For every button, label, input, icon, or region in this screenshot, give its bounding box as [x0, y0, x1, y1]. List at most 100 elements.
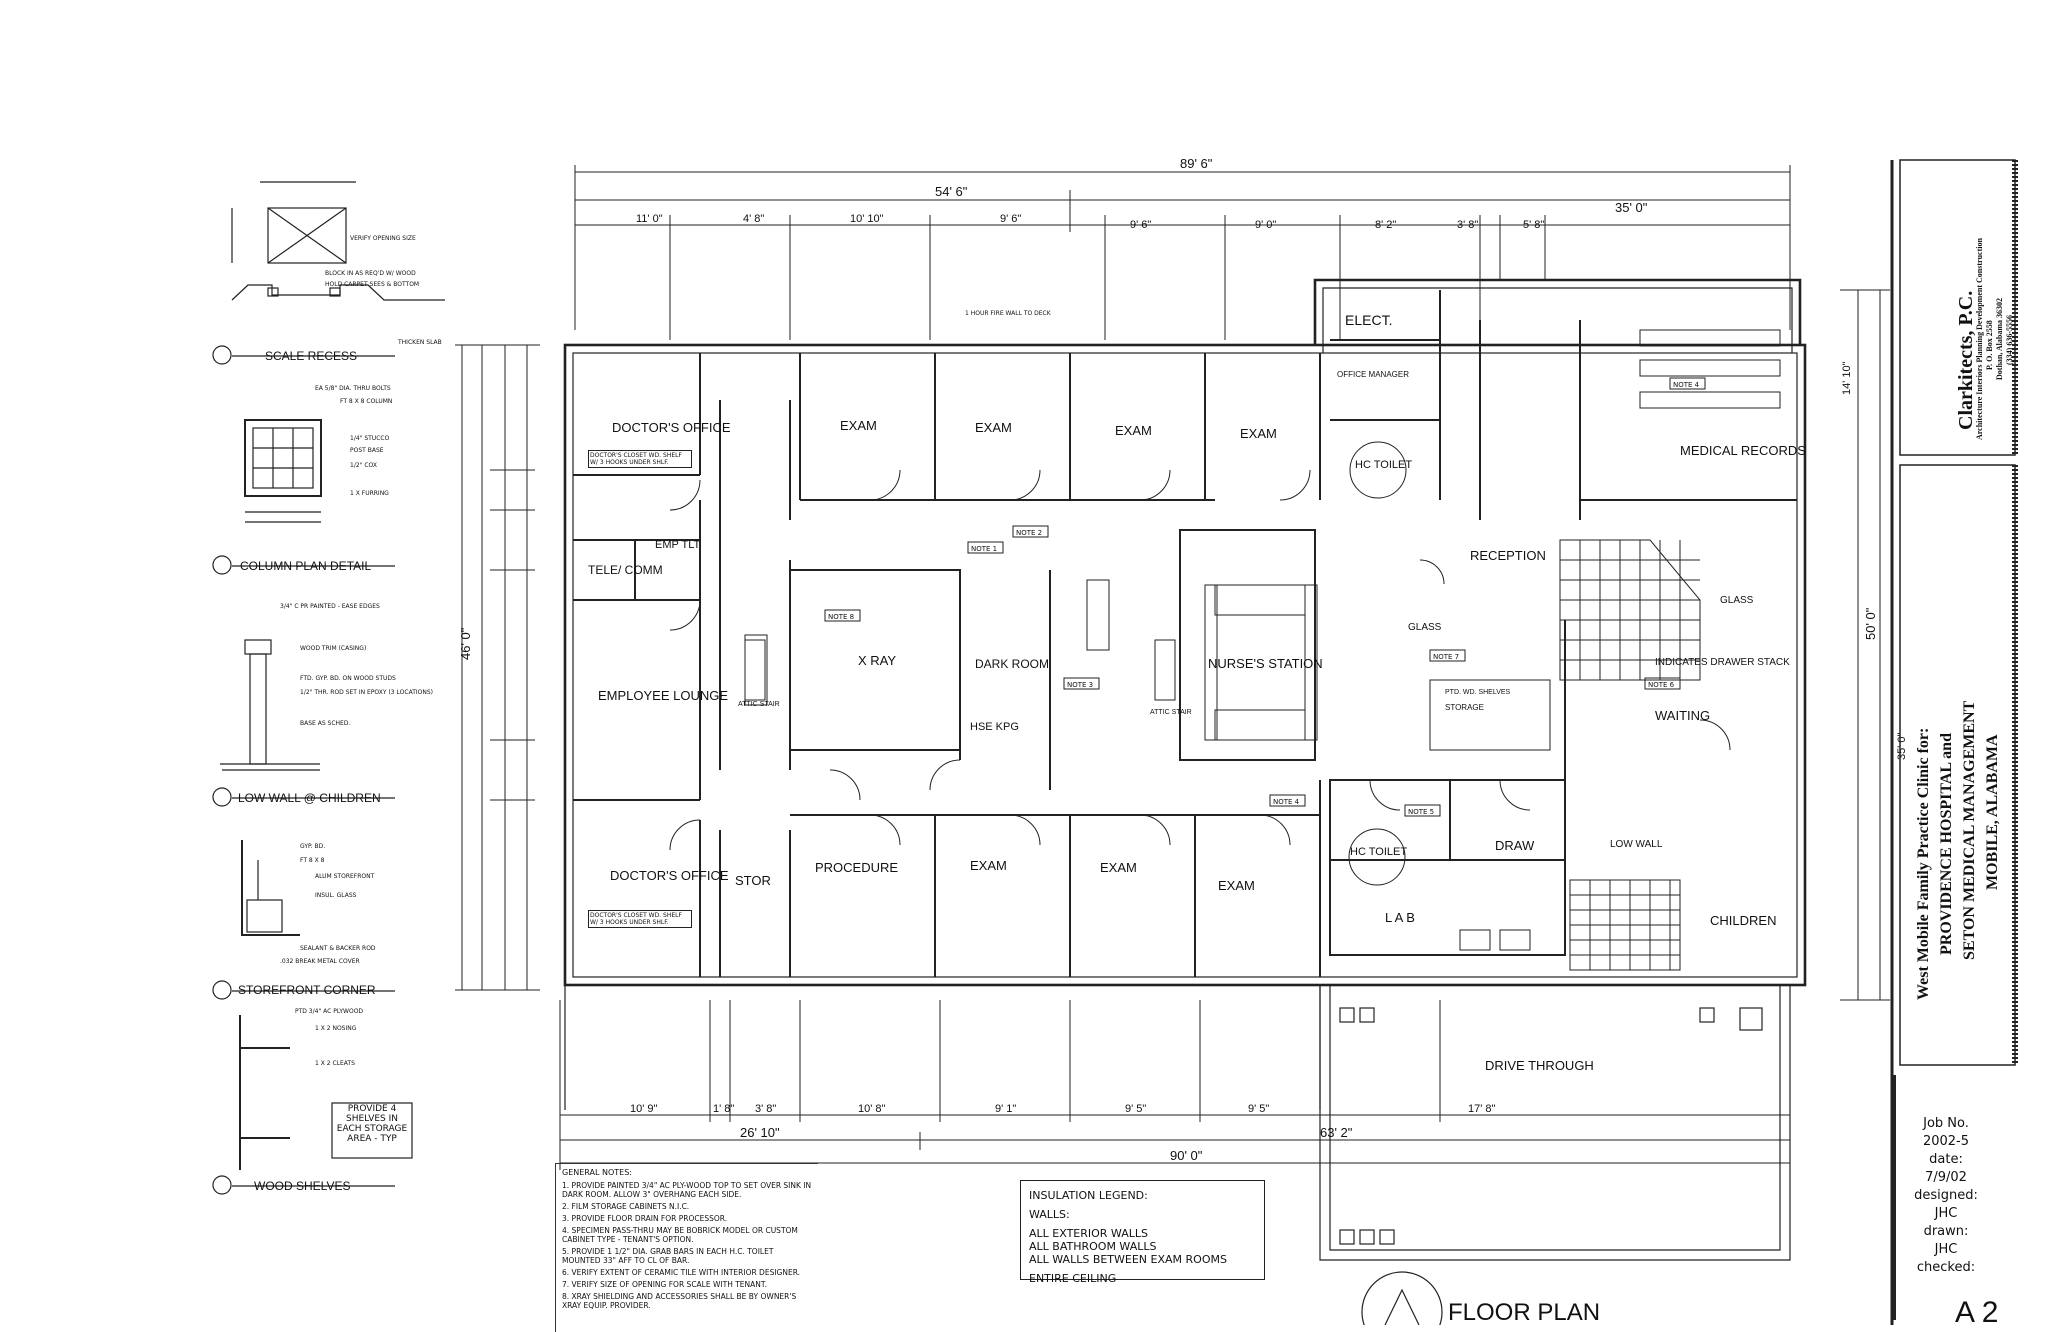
storefront-corner-detail: [241, 840, 300, 936]
dim-bottom-2: 1' 8": [713, 1103, 734, 1115]
scale-recess-label: SCALE RECESS: [265, 349, 357, 363]
general-note-2: 2. FILM STORAGE CABINETS N.I.C.: [562, 1202, 690, 1211]
insulation-walls: WALLS:: [1029, 1208, 1070, 1221]
project-line-4: MOBILE, ALABAMA: [1984, 734, 2001, 890]
room-doctors-office-1: DOCTOR'S OFFICE: [612, 420, 731, 435]
drawer-stack-label: INDICATES DRAWER STACK: [1655, 657, 1790, 668]
low-wall-detail: [220, 639, 320, 771]
lowwall-note-1: 3/4" C PR PAINTED - EASE EDGES: [280, 603, 380, 610]
drawn-value: JHC: [1934, 1242, 1958, 1257]
general-note-5: 5. PROVIDE 1 1/2" DIA. GRAB BARS IN EACH…: [562, 1247, 774, 1265]
drawn-label: drawn:: [1923, 1224, 1969, 1239]
date-label: date:: [1929, 1152, 1963, 1167]
room-exam-7: EXAM: [1218, 878, 1255, 893]
lowwall-note-4: 1/2" THR. ROD SET IN EPOXY (3 LOCATIONS): [300, 689, 433, 696]
note-tag-5: NOTE 5: [1408, 808, 1434, 816]
room-medical-records: MEDICAL RECORDS: [1680, 443, 1806, 458]
dim-right-block: 35' 0": [1615, 200, 1648, 215]
wood-shelves-label: WOOD SHELVES: [254, 1179, 350, 1193]
dim-top-9: 5' 8": [1523, 219, 1544, 231]
storefront-note-3: ALUM STOREFRONT: [315, 873, 375, 880]
room-lab: L A B: [1385, 910, 1415, 925]
provide-shelves-note: PROVIDE 4 SHELVES IN EACH STORAGE AREA -…: [337, 1104, 407, 1144]
lowwall-note-5: BASE AS SCHED.: [300, 720, 350, 727]
detail-b-marker: [212, 555, 232, 575]
dim-overall-top: 89' 6": [1180, 156, 1213, 171]
sheet-title: FLOOR PLAN: [1448, 1299, 1600, 1325]
closet-note-2: DOCTOR'S CLOSET WD. SHELF W/ 3 HOOKS UND…: [588, 910, 692, 928]
insulation-line-3: ALL WALLS BETWEEN EXAM ROOMS: [1029, 1253, 1227, 1266]
note-tag-3: NOTE 3: [1067, 681, 1093, 689]
room-attic-stair-2: ATTIC STAIR: [1150, 709, 1192, 716]
door-swings: [669, 469, 1731, 851]
project-line-2: PROVIDENCE HOSPITAL and: [1938, 733, 1955, 955]
scale-note-4: THICKEN SLAB: [397, 339, 442, 346]
job-number: 2002-5: [1922, 1134, 1970, 1149]
room-exam-2: EXAM: [975, 420, 1012, 435]
dim-bottom-mid-1: 26' 10": [740, 1125, 780, 1140]
dim-top-4: 9' 6": [1000, 213, 1021, 225]
insulation-line-1: ALL EXTERIOR WALLS: [1029, 1227, 1148, 1240]
title-block-frame: [1890, 159, 2018, 1325]
dim-left-side: 46' 0": [458, 627, 473, 660]
building-walls: [563, 278, 1807, 987]
dim-top-5: 9' 6": [1130, 219, 1151, 231]
room-procedure: PROCEDURE: [815, 860, 898, 875]
date-value: 7/9/02: [1925, 1170, 1967, 1185]
detail-e-marker: [212, 1175, 232, 1195]
job-label: Job No.: [1923, 1116, 1969, 1131]
dim-left-block: 54' 6": [935, 184, 968, 199]
scale-note-1: VERIFY OPENING SIZE: [350, 235, 416, 242]
note-tag-4: NOTE 4: [1273, 798, 1300, 806]
column-note-6: 1 X FURRING: [350, 490, 389, 497]
note-tag-7: NOTE 7: [1433, 653, 1459, 661]
general-note-1: 1. PROVIDE PAINTED 3/4" AC PLY-WOOD TOP …: [562, 1181, 812, 1199]
scale-recess-detail: [231, 181, 445, 301]
dim-bottom-5: 9' 1": [995, 1103, 1016, 1115]
insulation-legend: INSULATION LEGEND: WALLS: ALL EXTERIOR W…: [1020, 1180, 1265, 1285]
designed-label: designed:: [1914, 1188, 1978, 1203]
dim-bottom-6: 9' 5": [1125, 1103, 1146, 1115]
porch-outline: [564, 985, 1791, 1261]
dim-bottom-4: 10' 8": [858, 1103, 886, 1115]
insulation-line-2: ALL BATHROOM WALLS: [1029, 1240, 1157, 1253]
project-line-1: West Mobile Family Practice Clinic for:: [1915, 727, 1932, 1000]
dim-top-6: 9' 0": [1255, 219, 1276, 231]
insulation-heading: INSULATION LEGEND:: [1029, 1189, 1148, 1202]
storefront-corner-label: STOREFRONT CORNER: [238, 983, 376, 997]
room-waiting: WAITING: [1655, 708, 1710, 723]
room-employee-lounge: EMPLOYEE LOUNGE: [598, 688, 728, 703]
storefront-note-2: FT 8 X 8: [300, 857, 325, 864]
dim-bottom-1: 10' 9": [630, 1103, 658, 1115]
room-hc-toilet-2: HC TOILET: [1350, 846, 1407, 858]
dim-bottom-3: 3' 8": [755, 1103, 776, 1115]
general-notes-heading: GENERAL NOTES:: [562, 1168, 632, 1177]
dim-right-1: 50' 0": [1863, 607, 1878, 640]
room-exam-5: EXAM: [970, 858, 1007, 873]
dim-bottom-mid-2: 63' 2": [1320, 1125, 1353, 1140]
storefront-note-5: SEALANT & BACKER ROD: [300, 945, 376, 952]
low-wall-label-plan: LOW WALL: [1610, 839, 1663, 850]
ptd-shelves-label: PTD. WD. SHELVES: [1445, 689, 1511, 696]
wood-shelves-detail: [239, 1015, 413, 1170]
dim-top-2: 4' 8": [743, 213, 764, 225]
dim-top-8: 3' 8": [1457, 219, 1478, 231]
closet-note-1: DOCTOR'S CLOSET WD. SHELF W/ 3 HOOKS UND…: [588, 450, 692, 468]
general-note-4: 4. SPECIMEN PASS-THRU MAY BE BOBRICK MOD…: [562, 1226, 798, 1244]
general-note-3: 3. PROVIDE FLOOR DRAIN FOR PROCESSOR.: [562, 1214, 728, 1223]
low-wall-label: LOW WALL @ CHILDREN: [238, 791, 381, 805]
plan-labels: SCALE RECESS COLUMN PLAN DETAIL LOW WALL…: [238, 156, 1998, 1325]
storefront-note-6: .032 BREAK METAL COVER: [280, 958, 360, 965]
room-reception: RECEPTION: [1470, 548, 1546, 563]
column-note-5: 1/2" COX: [350, 462, 377, 469]
room-dark-room: DARK ROOM: [975, 657, 1049, 671]
dim-right-3: 14' 10": [1841, 361, 1853, 395]
column-note-1: EA 5/8" DIA. THRU BOLTS: [315, 385, 391, 392]
sheet-number: A 2: [1955, 1296, 1998, 1325]
interior-walls: [573, 290, 1797, 977]
lowwall-note-2: WOOD TRIM (CASING): [300, 645, 366, 652]
room-storage: STORAGE: [1445, 703, 1484, 712]
room-exam-3: EXAM: [1115, 423, 1152, 438]
dim-overall-bottom: 90' 0": [1170, 1148, 1203, 1163]
